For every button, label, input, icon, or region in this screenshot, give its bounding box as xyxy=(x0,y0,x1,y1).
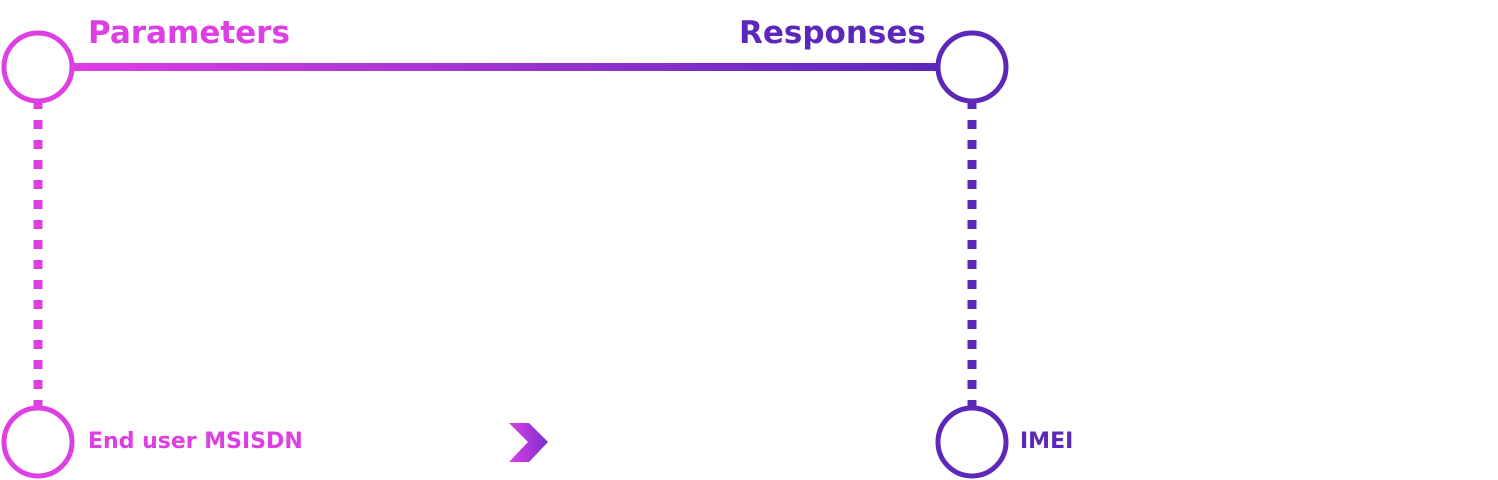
parameters-header-node-icon xyxy=(1,30,75,104)
parameter-item-label: End user MSISDN xyxy=(88,429,303,454)
parameter-item-node-icon xyxy=(1,405,75,479)
response-item-label: IMEI xyxy=(1020,429,1074,454)
chevron-right-icon xyxy=(509,423,548,462)
response-item-node-icon xyxy=(935,405,1009,479)
responses-header-node-icon xyxy=(935,30,1009,104)
responses-heading: Responses xyxy=(739,15,926,51)
parameters-heading: Parameters xyxy=(88,15,290,51)
